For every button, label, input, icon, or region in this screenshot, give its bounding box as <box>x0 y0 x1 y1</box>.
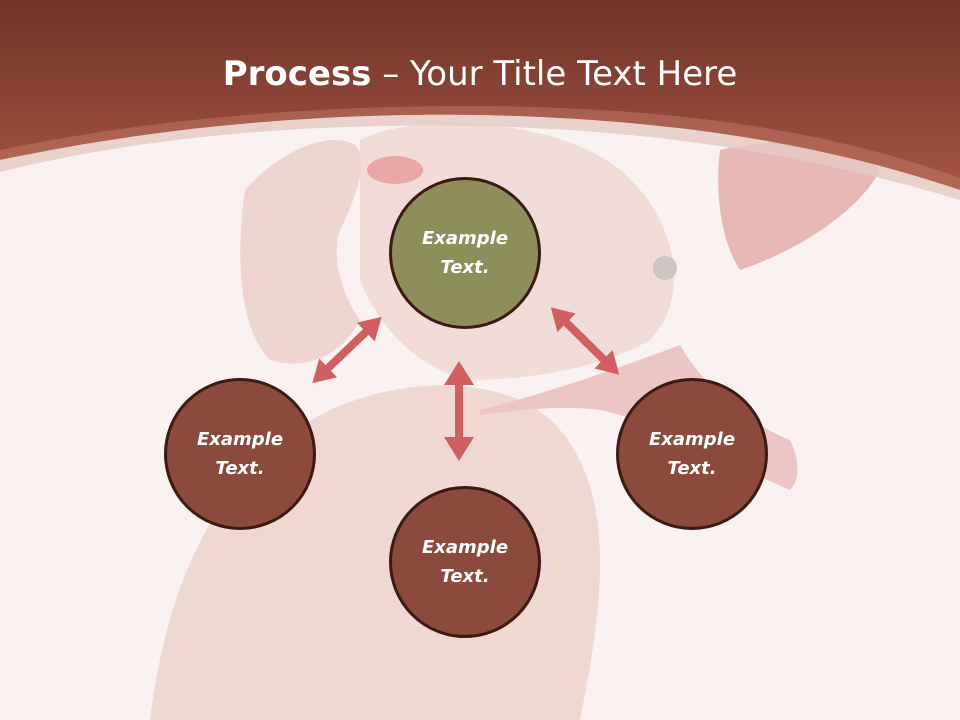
node-bottom: Example Text. <box>389 486 541 638</box>
title-bold: Process <box>222 54 372 94</box>
node-right: Example Text. <box>616 378 768 530</box>
arrow-top-left <box>312 316 382 384</box>
node-bottom-text: Example Text. <box>421 537 509 587</box>
arrow-vertical <box>444 361 474 461</box>
node-left: Example Text. <box>164 378 316 530</box>
slide-title: Process – Your Title Text Here <box>0 50 960 98</box>
node-left-text: Example Text. <box>196 429 284 479</box>
node-right-text: Example Text. <box>648 429 736 479</box>
node-top-text: Example Text. <box>421 228 509 278</box>
node-top: Example Text. <box>389 177 541 329</box>
arrow-top-right <box>550 307 620 375</box>
title-rest: – Your Title Text Here <box>371 54 738 94</box>
